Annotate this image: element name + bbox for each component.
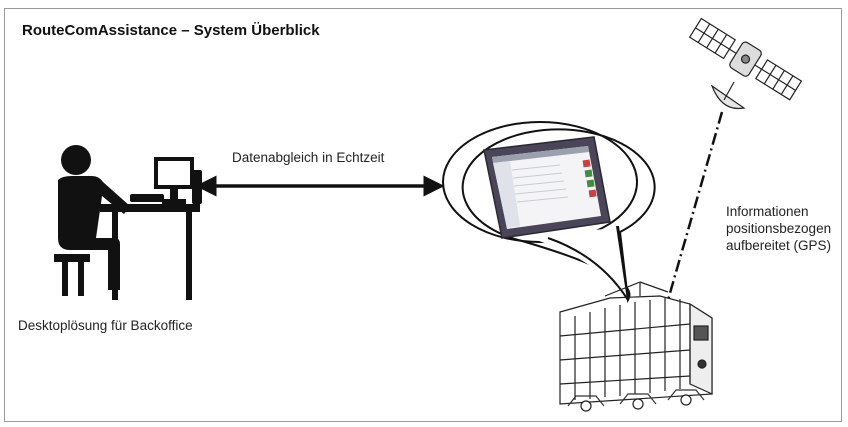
gps-info-line-3: aufbereitet (GPS) (726, 238, 832, 253)
tablet-icon (483, 136, 611, 239)
person-at-computer-icon (54, 145, 202, 300)
satellite-icon (688, 17, 803, 110)
gps-signal-line (666, 111, 724, 301)
gps-info-line-2: positionsbezogen (726, 221, 832, 236)
diagram-title: RouteComAssistance – System Überblick (22, 22, 320, 39)
sync-label: Datenabgleich in Echtzeit (232, 150, 385, 165)
desktop-label: Desktoplösung für Backoffice (18, 318, 193, 333)
diagram-frame (4, 8, 842, 422)
gps-info-line-1: Informationen (726, 204, 809, 219)
locomotive-icon (559, 281, 713, 412)
